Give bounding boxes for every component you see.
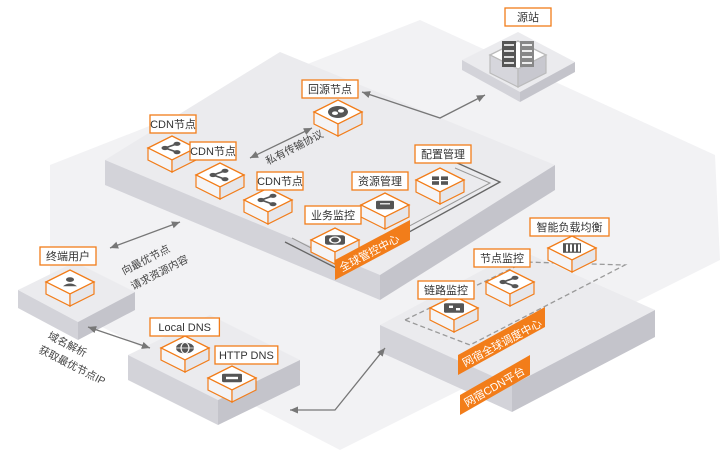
edge-user-cdn [109, 221, 181, 249]
dispatch-outline [403, 261, 628, 346]
node-label-text: 业务监控 [311, 208, 355, 222]
globe-icon [176, 342, 194, 354]
dns-box-icon [222, 373, 242, 383]
label-cdn-2: CDN节点 [189, 141, 237, 161]
control-center-outline [284, 161, 502, 271]
cdn-icon [257, 193, 277, 207]
label-end-user: 终端用户 [39, 246, 97, 266]
label-cdn-3: CDN节点 [256, 171, 304, 191]
label-resource-mgmt: 资源管理 [351, 171, 409, 191]
node-cdn-3: CDN节点 [242, 171, 304, 225]
node-label-text: 节点监控 [480, 251, 524, 265]
edge-origin-backsource [361, 91, 486, 119]
edge-dns-cloud [290, 347, 386, 414]
server-rack-icon [502, 41, 534, 67]
label-local-dns: Local DNS [149, 317, 221, 337]
node-label-text: HTTP DNS [219, 350, 274, 362]
label-http-dns: HTTP DNS [214, 345, 279, 365]
node-cdn-1: CDN节点 [146, 114, 198, 173]
node-label-text: 链路监控 [424, 283, 468, 297]
label-node-monitor: 节点监控 [473, 248, 531, 268]
node-label-text: 回源节点 [308, 82, 352, 96]
node-label-text: Local DNS [158, 322, 211, 334]
node-http-dns: HTTP DNS [206, 345, 279, 403]
cloud-cluster-icon [328, 106, 348, 118]
label-cdn-1: CDN节点 [149, 114, 197, 134]
node-load-balance: 智能负载均衡 [529, 217, 610, 273]
node-label-text: 终端用户 [46, 249, 90, 263]
node-label-text: CDN节点 [150, 118, 196, 131]
node-cdn-2: CDN节点 [189, 141, 246, 200]
node-label-text: CDN节点 [190, 145, 236, 158]
node-business-monitor: 业务监控 [304, 205, 362, 265]
bars-icon [563, 243, 581, 253]
node-origin: 源站 [488, 7, 552, 88]
label-business-monitor: 业务监控 [304, 205, 362, 225]
user-icon [63, 277, 77, 287]
label-load-balance: 智能负载均衡 [529, 217, 610, 237]
edge-backsource-cdn [249, 127, 313, 159]
node-label-text: 配置管理 [421, 147, 465, 161]
folder-icon [376, 200, 394, 210]
label-link-monitor: 链路监控 [417, 280, 475, 300]
node-label-text: 资源管理 [358, 174, 402, 188]
node-config-mgmt: 配置管理 [414, 144, 472, 205]
node-local-dns: Local DNS [149, 317, 221, 373]
node-label-text: 源站 [517, 10, 539, 24]
label-origin: 源站 [504, 7, 552, 27]
node-back-to-origin: 回源节点 [301, 79, 364, 137]
cdn-icon [209, 168, 229, 182]
node-end-user: 终端用户 [39, 246, 97, 307]
platform-cdn-core [105, 52, 555, 300]
cdn-icon [161, 141, 181, 155]
node-node-monitor: 节点监控 [473, 248, 536, 307]
node-resource-mgmt: 资源管理 [351, 171, 411, 230]
node-label-text: 智能负载均衡 [537, 220, 603, 234]
label-config-mgmt: 配置管理 [414, 144, 472, 164]
grid-blocks-icon [432, 176, 448, 185]
edge-user-dns [87, 326, 151, 349]
node-link-monitor: 链路监控 [417, 280, 480, 333]
network-icon [444, 303, 464, 313]
label-back-to-origin: 回源节点 [301, 79, 359, 99]
node-share-icon [499, 275, 519, 289]
dashboard-icon [325, 235, 345, 245]
node-label-text: CDN节点 [257, 175, 303, 188]
